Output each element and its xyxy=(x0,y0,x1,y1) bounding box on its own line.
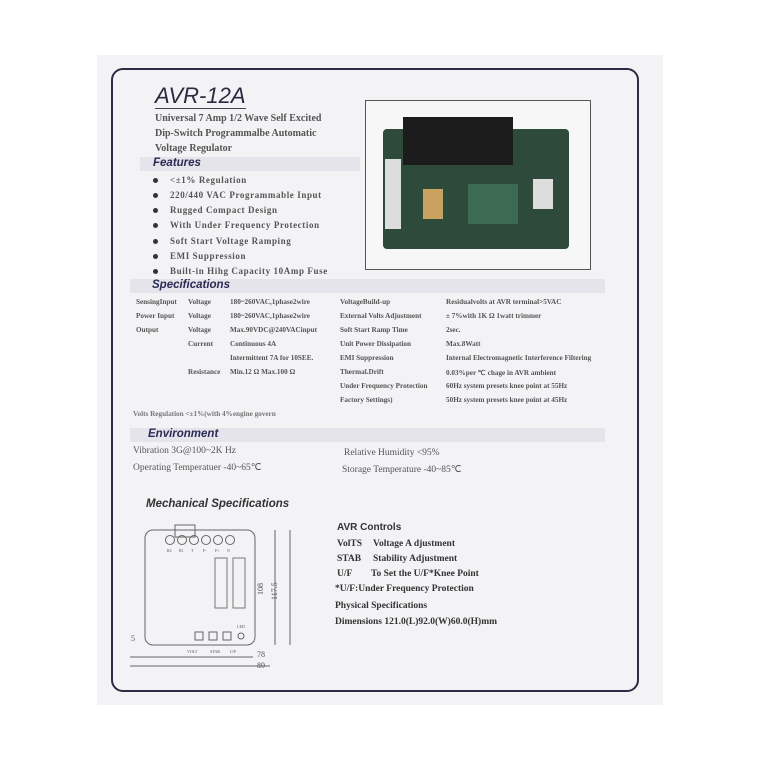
feature-item: Rugged Compact Design xyxy=(153,205,278,215)
feature-item: <±1% Regulation xyxy=(153,175,247,185)
uf-note: *U/F:Under Frequency Protection xyxy=(335,584,474,594)
spec-cell: Voltage xyxy=(188,312,211,320)
terminal-screw xyxy=(201,535,211,545)
env-item: Relative Humidity <95% xyxy=(344,448,440,458)
spec-cell: Thermal.Drift xyxy=(340,368,384,376)
spec-cell: Voltage xyxy=(188,326,211,334)
subtitle-line: Voltage Regulator xyxy=(155,143,233,154)
label-volt: VOLT xyxy=(187,649,198,654)
spec-cell: 60Hz system presets knee point at 55Hz xyxy=(446,382,568,390)
environment-heading: Environment xyxy=(148,428,219,440)
control-desc: To Set the U/F*Knee Point xyxy=(371,569,479,579)
env-item: Vibration 3G@100~2K Hz xyxy=(133,446,237,456)
terminal-label: F- xyxy=(203,548,207,553)
spec-cell: Resistance xyxy=(188,368,221,376)
spec-cell: Soft Start Ramp Time xyxy=(340,326,408,334)
control-desc: Stability Adjustment xyxy=(373,554,458,564)
control-key: U/F xyxy=(337,569,353,579)
feature-item: EMI Suppression xyxy=(153,251,246,261)
feature-item: With Under Frequency Protection xyxy=(153,220,320,230)
spec-cell: Current xyxy=(188,340,214,348)
control-desc: Voltage A djustment xyxy=(373,539,455,549)
spec-cell: Max.90VDC@240VACinput xyxy=(230,326,318,334)
feature-item: Soft Start Voltage Ramping xyxy=(153,236,291,246)
spec-cell: SensingInput xyxy=(136,298,177,306)
spec-cell: 180~260VAC,1phase2wire xyxy=(230,298,310,306)
controls-heading: AVR Controls xyxy=(337,522,402,533)
spec-cell: Internal Electromagnetic Interference Fi… xyxy=(446,354,592,362)
spec-cell: Intermittent 7A for 10SEE. xyxy=(230,354,314,362)
control-key: STAB xyxy=(337,554,362,564)
subtitle-line: Universal 7 Amp 1/2 Wave Self Excited xyxy=(155,113,322,124)
terminal-screw xyxy=(165,535,175,545)
label-uf: U/F xyxy=(230,649,237,654)
label-stab: STAB xyxy=(210,649,220,654)
spec-cell: Continuous 4A xyxy=(230,340,277,348)
dim-108: 108 xyxy=(256,583,265,595)
terminal-label: T xyxy=(191,548,194,553)
terminal-label: F+ xyxy=(215,548,220,553)
spec-cell: ± 7%with 1K Ω 1watt trimmer xyxy=(446,312,542,320)
document-frame xyxy=(111,68,639,692)
spec-cell: Power Input xyxy=(136,312,175,320)
spec-cell: Max.8Watt xyxy=(446,340,481,348)
control-key: VolTS xyxy=(337,539,362,549)
spec-cell: Unit Power Dissipation xyxy=(340,340,411,348)
physical-heading: Physical Specifications xyxy=(335,601,428,611)
product-title: AVR-12A xyxy=(155,83,246,109)
product-photo xyxy=(365,100,591,270)
spec-cell: 180~260VAC,1phase2wire xyxy=(230,312,310,320)
subtitle-line: Dip-Switch Programmalbe Automatic xyxy=(155,128,317,139)
mechanical-drawing: R2 R1 T F- F+ N 108 117.5 78 89 5 VOLT STAB U… xyxy=(130,524,291,670)
specifications-heading: Specifications xyxy=(152,279,230,291)
terminal-screw xyxy=(213,535,223,545)
feature-item: Built-in Hihg Capacity 10Amp Fuse xyxy=(153,266,328,276)
spec-cell: Min.12 Ω Max.100 Ω xyxy=(230,368,296,376)
terminal-label: N xyxy=(227,548,230,553)
dim-117-5: 117.5 xyxy=(270,582,279,600)
spec-cell: Residualvolts at AVR terminal>5VAC xyxy=(446,298,562,306)
spec-cell: 50Hz system presets knee point at 45Hz xyxy=(446,396,568,404)
terminal-screw xyxy=(225,535,235,545)
regulation-note: Volts Regulation <±1%(with 4%engine gove… xyxy=(133,410,276,418)
spec-cell: External Volts Adjustment xyxy=(340,312,422,320)
dimensions: Dimensions 121.0(L)92.0(W)60.0(H)mm xyxy=(335,617,498,627)
terminal-label: R2 xyxy=(167,548,172,553)
spec-cell: Output xyxy=(136,326,159,334)
label-led: LED xyxy=(237,624,245,629)
circuit-board-image xyxy=(383,117,569,249)
spec-cell: 2sec. xyxy=(446,326,461,334)
terminal-screw xyxy=(177,535,187,545)
features-heading: Features xyxy=(153,157,201,169)
spec-cell: EMI Suppression xyxy=(340,354,394,362)
dim-78: 78 xyxy=(257,650,265,659)
terminal-label: R1 xyxy=(179,548,184,553)
spec-cell: VoltageBuild-up xyxy=(340,298,391,306)
spec-cell: Under Frequency Protection xyxy=(340,382,428,390)
dim-89: 89 xyxy=(257,661,265,670)
terminal-screw xyxy=(189,535,199,545)
spec-cell: Factory Settings) xyxy=(340,396,393,404)
spec-cell: 0.03%per ℃ chage in AVR ambient xyxy=(446,369,557,377)
env-item: Storage Temperature -40~85℃ xyxy=(342,465,462,475)
env-item: Operating Temperatuer -40~65℃ xyxy=(133,463,262,473)
feature-item: 220/440 VAC Programmable Input xyxy=(153,190,322,200)
spec-cell: Voltage xyxy=(188,298,211,306)
dim-5: 5 xyxy=(131,634,135,643)
mechanical-heading: Mechanical Specifications xyxy=(146,498,290,510)
